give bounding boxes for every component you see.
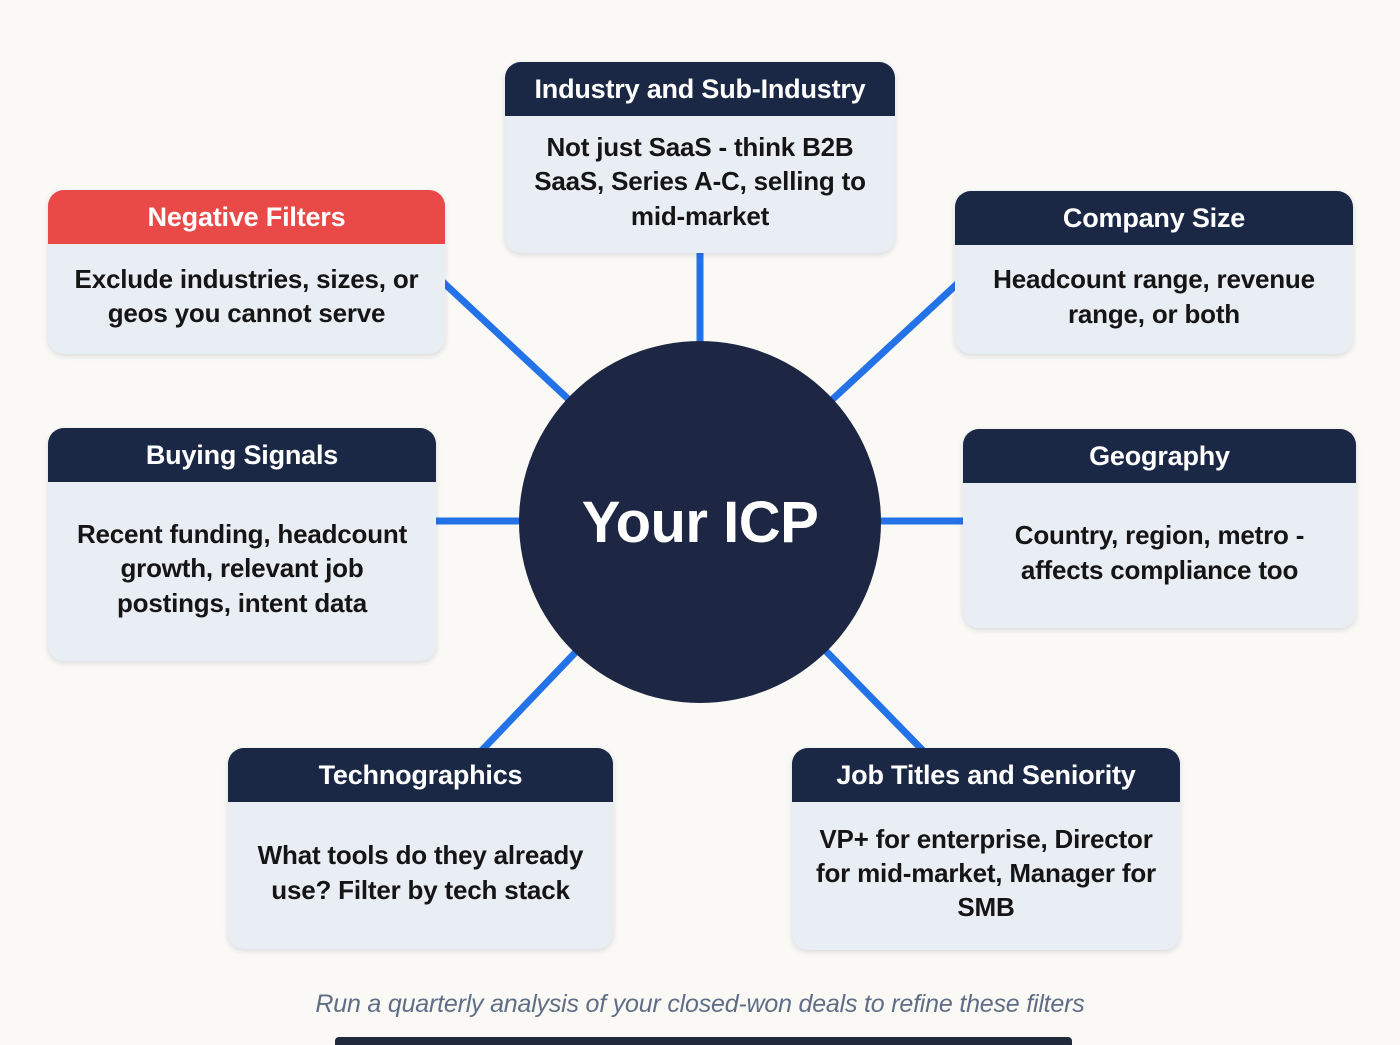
card-description: Exclude industries, sizes, or geos you c…: [74, 263, 419, 328]
card-job-titles-seniority: Job Titles and Seniority VP+ for enterpr…: [792, 748, 1180, 950]
card-title: Company Size: [955, 191, 1353, 245]
card-description: Recent funding, headcount growth, releva…: [76, 519, 408, 618]
card-description: Country, region, metro - affects complia…: [1014, 520, 1305, 585]
card-technographics: Technographics What tools do they alread…: [228, 748, 613, 949]
center-node-your-icp: Your ICP: [519, 341, 881, 703]
footer-note: Run a quarterly analysis of your closed-…: [315, 990, 1085, 1018]
bottom-bar: [335, 1037, 1072, 1045]
card-description: Not just SaaS - think B2B SaaS, Series A…: [534, 132, 866, 231]
card-title: Buying Signals: [48, 428, 436, 482]
card-title: Industry and Sub-Industry: [505, 62, 895, 116]
card-buying-signals: Buying Signals Recent funding, headcount…: [48, 428, 436, 661]
card-description: What tools do they already use? Filter b…: [257, 840, 584, 905]
card-industry-sub-industry: Industry and Sub-Industry Not just SaaS …: [505, 62, 895, 253]
card-title: Technographics: [228, 748, 613, 802]
card-description: VP+ for enterprise, Director for mid-mar…: [816, 823, 1156, 923]
card-title: Negative Filters: [48, 190, 445, 244]
card-geography: Geography Country, region, metro - affec…: [963, 429, 1356, 628]
card-description: Headcount range, revenue range, or both: [993, 264, 1315, 329]
card-negative-filters: Negative Filters Exclude industries, siz…: [48, 190, 445, 354]
card-title: Job Titles and Seniority: [792, 748, 1180, 802]
center-node-label: Your ICP: [581, 489, 819, 555]
card-title: Geography: [963, 429, 1356, 483]
card-company-size: Company Size Headcount range, revenue ra…: [955, 191, 1353, 354]
